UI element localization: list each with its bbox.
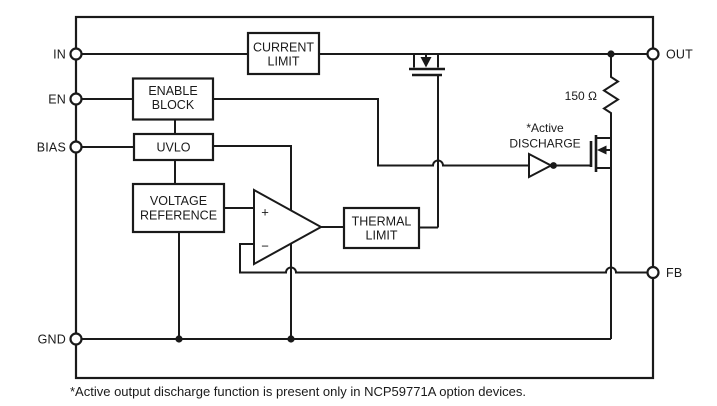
junction-dot-buffer-output [550,162,557,169]
wire-enable-to-discharge [213,98,529,167]
opamp-triangle [253,188,324,266]
block-voltage-reference-label1: VOLTAGE [150,194,207,208]
discharge-buffer-icon [528,152,554,179]
error-amplifier-icon: + − [253,188,324,266]
block-uvlo: UVLO [132,132,215,162]
block-current-limit-box [246,31,321,76]
block-voltage-reference: VOLTAGE REFERENCE [131,182,226,234]
wires [81,53,648,340]
pins [69,47,660,346]
block-thermal-limit-label1: THERMAL [352,215,412,229]
junction-dots [175,50,615,343]
wire-feedback [239,243,648,274]
nmos-arrow [597,145,607,155]
opamp-plus-sign: + [261,205,269,220]
pin-label-bias: BIAS [37,141,66,155]
block-current-limit: CURRENT LIMIT [246,31,321,76]
pin-label-in: IN [53,48,66,62]
pin-bias-terminal [69,140,83,154]
block-enable: ENABLE BLOCK [131,77,215,121]
pin-gnd-terminal [69,332,83,346]
resistor-value-label: 150 Ω [565,89,597,103]
wire-uvlo-to-gnd [213,145,292,339]
pin-en-terminal [69,92,83,106]
junction-dot-vref-gnd [175,335,183,343]
block-current-limit-label2: LIMIT [268,55,300,69]
junction-dot-out-resistor [607,50,615,58]
block-thermal-limit: THERMAL LIMIT [342,206,421,250]
opamp-minus-sign: − [261,239,269,254]
block-uvlo-box [132,132,215,162]
block-enable-label2: BLOCK [152,98,195,112]
package-outline [74,15,655,380]
wire-resistor-discharge-column [602,54,620,339]
footnote: *Active output discharge function is pre… [70,384,526,399]
block-uvlo-label: UVLO [156,141,190,155]
pin-in-terminal [69,47,83,61]
pmos-pass-transistor-icon [409,54,445,77]
pin-label-gnd: GND [38,333,66,347]
block-current-limit-label1: CURRENT [253,41,314,55]
block-voltage-reference-label2: REFERENCE [140,209,217,223]
block-thermal-limit-label2: LIMIT [366,229,398,243]
pin-fb-terminal [646,265,660,280]
pin-label-en: EN [48,93,66,107]
annotations: 150 Ω *Active DISCHARGE *Active output d… [70,89,597,399]
nmos-discharge-transistor-icon [589,135,611,172]
block-enable-label1: ENABLE [148,84,197,98]
active-discharge-label2: DISCHARGE [509,137,580,151]
pin-label-fb: FB [666,266,682,280]
pin-out-terminal [646,47,660,61]
function-blocks: CURRENT LIMIT ENABLE BLOCK UVLO VOLTAGE … [131,31,421,250]
block-voltage-reference-box [131,182,226,234]
pin-label-out: OUT [666,48,693,62]
active-discharge-label1: *Active [526,121,564,135]
pin-labels: IN EN BIAS GND OUT FB [37,48,693,347]
block-thermal-limit-box [342,206,421,250]
block-enable-box [131,77,215,121]
junction-dot-uvlo-gnd [287,335,295,343]
pmos-arrow [420,57,432,68]
